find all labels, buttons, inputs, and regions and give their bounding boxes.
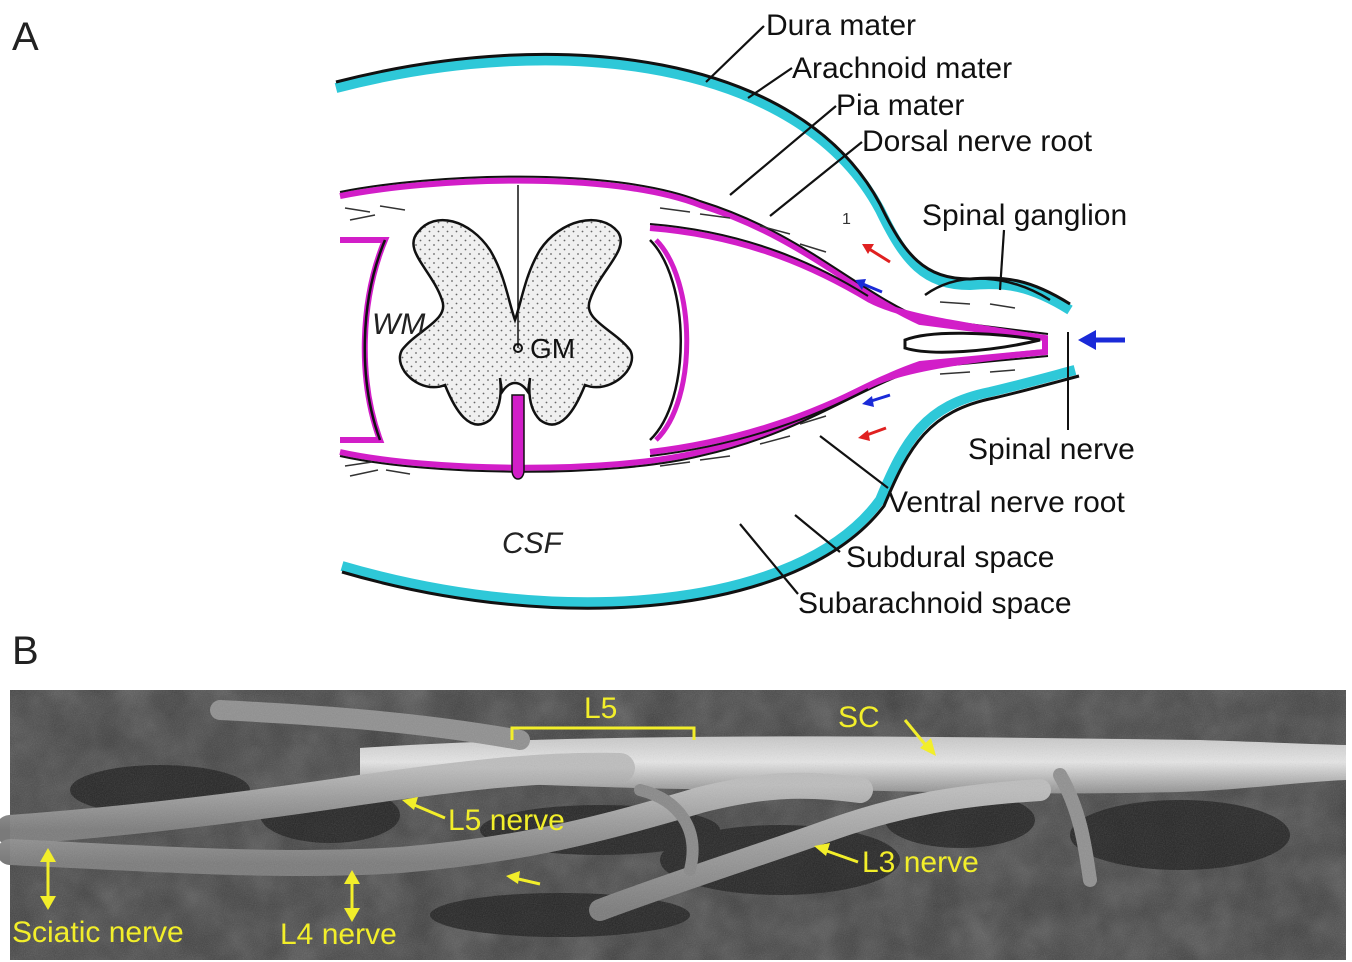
l3-nerve-label: L3 nerve: [862, 846, 979, 879]
panel-b-letter: B: [12, 629, 39, 673]
panel-a: A: [12, 9, 1135, 620]
micrograph: [10, 690, 1346, 960]
dorsal-nerve-root-label: Dorsal nerve root: [862, 125, 1093, 158]
arrow-number-label: 1: [842, 211, 851, 228]
spinal-nerve-label: Spinal nerve: [968, 433, 1135, 466]
blue-arrow-lower: [862, 396, 874, 407]
ganglion-inner: [905, 333, 1040, 352]
gm-label: GM: [530, 333, 575, 364]
sciatic-nerve-label: Sciatic nerve: [12, 916, 184, 949]
l5-nerve-label: L5 nerve: [448, 804, 565, 837]
dura-mater-label: Dura mater: [766, 9, 916, 42]
panel-b: B: [10, 629, 1346, 960]
spinal-ganglion-label: Spinal ganglion: [922, 199, 1127, 232]
subarachnoid-space-label: Subarachnoid space: [798, 587, 1072, 620]
red-arrow-lower: [858, 430, 870, 441]
gray-matter: [400, 220, 632, 424]
blue-arrow-incoming: [1078, 330, 1096, 350]
wm-label: WM: [372, 308, 425, 341]
sc-label: SC: [838, 701, 880, 734]
csf-label: CSF: [502, 527, 564, 560]
l5-segment-label: L5: [584, 692, 617, 725]
arachnoid-mater-label: Arachnoid mater: [792, 52, 1012, 85]
l4-nerve-label: L4 nerve: [280, 918, 397, 951]
ventral-nerve-root-label: Ventral nerve root: [888, 486, 1125, 519]
panel-a-letter: A: [12, 15, 39, 59]
subdural-space-label: Subdural space: [846, 541, 1054, 574]
anterior-median-fissure: [512, 395, 524, 479]
pia-mater-label: Pia mater: [836, 89, 964, 122]
